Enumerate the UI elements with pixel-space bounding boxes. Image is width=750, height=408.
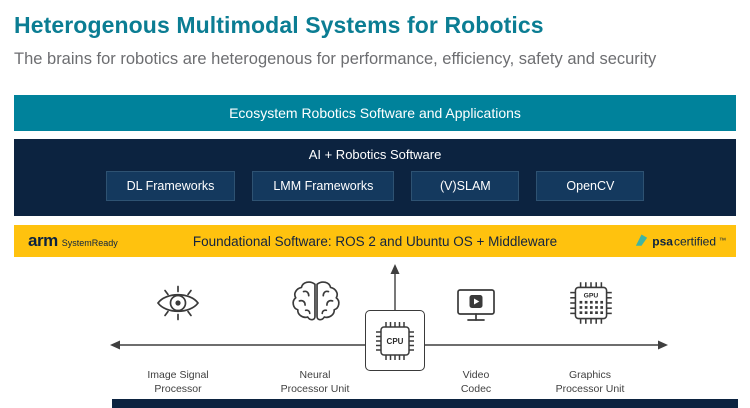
ai-robotics-layer-banner: AI + Robotics Software DL Frameworks LMM… (14, 139, 736, 216)
arm-systemready-label: SystemReady (61, 238, 118, 248)
psa-wordmark-bold: psa (652, 234, 673, 248)
framework-box-vslam-label: (V)SLAM (440, 179, 491, 193)
brain-icon (289, 276, 343, 335)
gpu-chip-label: GPU (584, 292, 599, 299)
foundational-layer-label: Foundational Software: ROS 2 and Ubuntu … (192, 233, 558, 249)
psa-trademark: ™ (719, 237, 726, 245)
bottom-bar (112, 399, 738, 408)
framework-box-lmm-label: LMM Frameworks (273, 179, 374, 193)
cpu-block: CPU (365, 310, 425, 371)
label-graphics-processor-unit: Graphics Processor Unit (555, 369, 625, 395)
label-video-codec: Video Codec (460, 369, 492, 395)
cpu-chip-label: CPU (387, 337, 404, 346)
label-neural-processor-unit: Neural Processor Unit (280, 369, 350, 395)
framework-box-dl-label: DL Frameworks (126, 179, 215, 193)
page-title: Heterogenous Multimodal Systems for Robo… (14, 12, 544, 38)
framework-box-opencv-label: OpenCV (566, 179, 615, 193)
arm-wordmark: arm (28, 231, 58, 250)
video-codec-icon (450, 279, 502, 336)
framework-box-row: DL Frameworks LMM Frameworks (V)SLAM Ope… (14, 171, 736, 201)
framework-box-dl: DL Frameworks (105, 171, 236, 201)
cpu-chip-icon: CPU (376, 321, 414, 360)
ai-robotics-layer-label: AI + Robotics Software (308, 147, 442, 162)
foundational-layer-banner: arm SystemReady Foundational Software: R… (14, 225, 736, 257)
page-subtitle: The brains for robotics are heterogenous… (14, 50, 657, 68)
framework-box-lmm: LMM Frameworks (252, 171, 395, 201)
eye-icon (152, 277, 204, 334)
arm-systemready-logo: arm SystemReady (28, 231, 118, 251)
ecosystem-layer-banner: Ecosystem Robotics Software and Applicat… (14, 95, 736, 131)
framework-box-opencv: OpenCV (536, 171, 645, 201)
label-image-signal-processor: Image Signal Processor (147, 369, 209, 395)
ecosystem-layer-label: Ecosystem Robotics Software and Applicat… (229, 105, 521, 121)
gpu-chip-icon: GPU (564, 276, 618, 335)
psa-wordmark-regular: certified (673, 234, 716, 248)
psa-leaf-icon (636, 234, 648, 246)
framework-box-vslam: (V)SLAM (411, 171, 520, 201)
